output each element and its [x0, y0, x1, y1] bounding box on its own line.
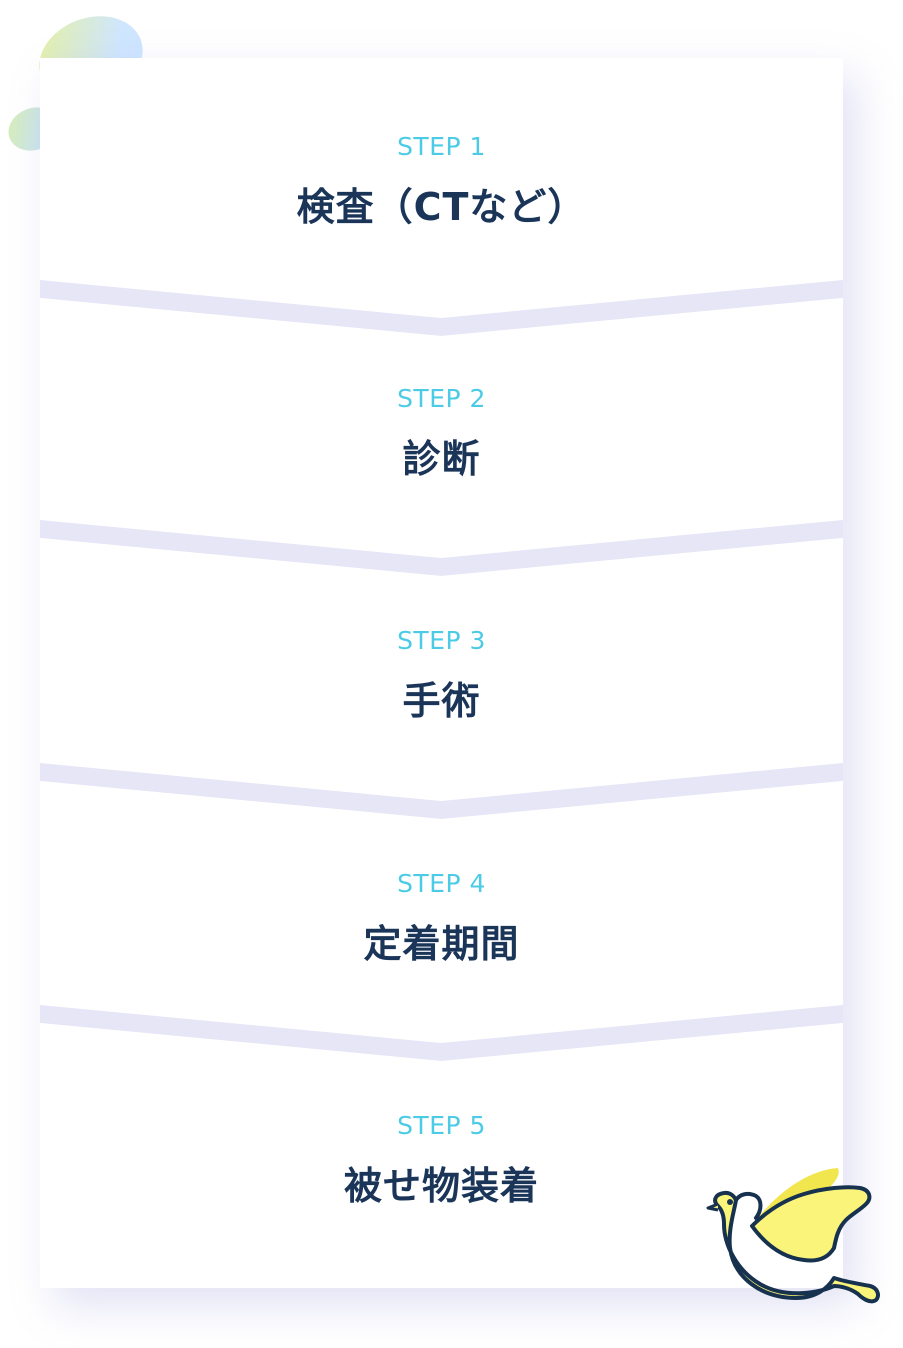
step-label-1: STEP 1	[397, 132, 486, 161]
step-label-3: STEP 3	[397, 626, 486, 655]
step-label-2: STEP 2	[397, 384, 486, 413]
step-card-5: STEP 5 被せ物装着	[40, 1023, 843, 1288]
step-card-4: STEP 4 定着期間	[40, 781, 843, 1007]
step-title-5: 被せ物装着	[343, 1164, 539, 1208]
step-content-2: STEP 2 診断	[40, 384, 843, 482]
step-title-4: 定着期間	[363, 922, 520, 966]
step-title-2: 診断	[402, 437, 481, 481]
step-card-2: STEP 2 診断	[40, 298, 843, 520]
step-title-1: 検査（CTなど）	[296, 185, 587, 229]
step-content-3: STEP 3 手術	[40, 626, 843, 724]
step-title-3: 手術	[402, 679, 481, 723]
dove-icon	[706, 1168, 880, 1304]
step-card-1: STEP 1 検査（CTなど）	[40, 58, 843, 286]
step-content-5: STEP 5 被せ物装着	[40, 1111, 843, 1209]
step-label-4: STEP 4	[397, 869, 486, 898]
step-content-4: STEP 4 定着期間	[40, 869, 843, 967]
step-content-1: STEP 1 検査（CTなど）	[40, 132, 843, 230]
step-card-3: STEP 3 手術	[40, 538, 843, 764]
step-label-5: STEP 5	[397, 1111, 486, 1140]
